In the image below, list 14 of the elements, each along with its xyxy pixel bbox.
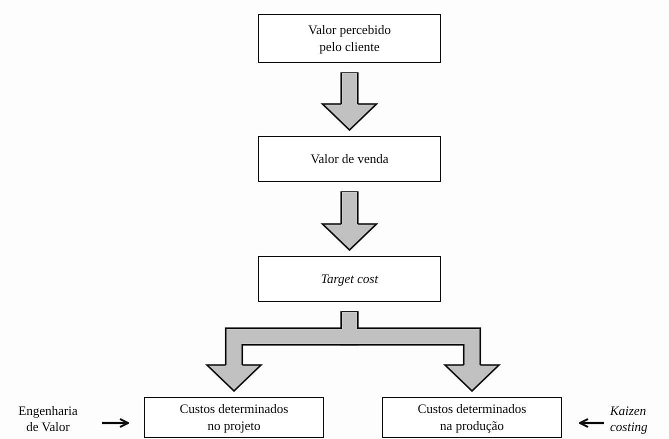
side-label: Engenharia de Valor [17, 402, 79, 436]
side-label: Kaizen costing [608, 402, 649, 436]
arrow [102, 418, 129, 428]
box-label: Custos determinados no projeto [178, 401, 290, 434]
process-box [258, 14, 441, 63]
process-box [258, 256, 441, 302]
box-label: Custos determinados na produção [416, 401, 528, 434]
arrow [579, 418, 604, 428]
box-label: Valor de venda [310, 150, 390, 168]
box-label: Target cost [320, 270, 380, 288]
process-box [144, 397, 324, 438]
process-box [258, 136, 441, 182]
box-label: Valor percebido pelo cliente [307, 22, 392, 55]
process-box [382, 397, 562, 438]
